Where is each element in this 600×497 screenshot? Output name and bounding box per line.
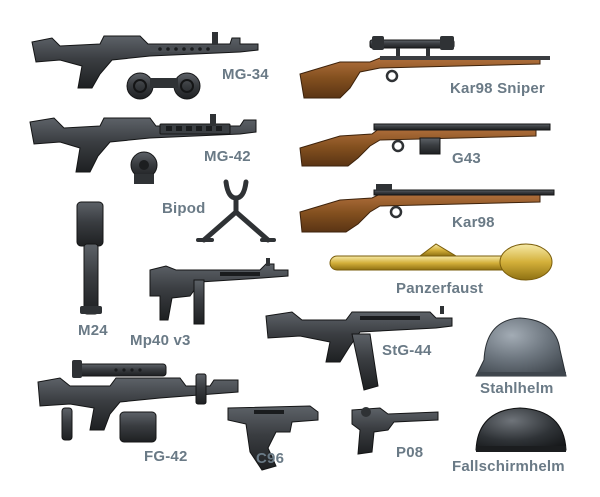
label-kar98-sniper: Kar98 Sniper — [450, 80, 545, 97]
label-p08: P08 — [396, 444, 424, 461]
label-bipod: Bipod — [162, 200, 206, 217]
label-mg42: MG-42 — [204, 148, 251, 165]
kar98-illustration — [299, 184, 555, 233]
label-g43: G43 — [452, 150, 481, 167]
fallschirmhelm-illustration — [475, 407, 567, 452]
kar98-sniper-illustration — [299, 36, 550, 99]
label-mp40: Mp40 v3 — [130, 332, 191, 349]
c96-illustration — [227, 405, 319, 471]
bipod-illustration — [196, 179, 276, 243]
panzerfaust-illustration — [329, 243, 553, 281]
mp40-illustration — [149, 258, 289, 325]
p08-illustration — [351, 407, 439, 455]
label-kar98: Kar98 — [452, 214, 495, 231]
g43-illustration — [299, 123, 551, 167]
label-stahlhelm: Stahlhelm — [480, 380, 554, 397]
label-fg42: FG-42 — [144, 448, 188, 465]
label-c96: C96 — [256, 450, 285, 467]
fg42-illustration — [37, 360, 239, 443]
m24-illustration — [76, 201, 104, 315]
stahlhelm-illustration — [475, 317, 567, 377]
label-stg44: StG-44 — [382, 342, 432, 359]
stg44-illustration — [265, 306, 453, 391]
mg34-illustration — [31, 32, 259, 100]
label-fallschirmhelm: Fallschirmhelm — [452, 458, 565, 475]
mg42-illustration — [29, 114, 257, 184]
label-panzerfaust: Panzerfaust — [396, 280, 484, 297]
label-m24: M24 — [78, 322, 108, 339]
label-mg34: MG-34 — [222, 66, 269, 83]
